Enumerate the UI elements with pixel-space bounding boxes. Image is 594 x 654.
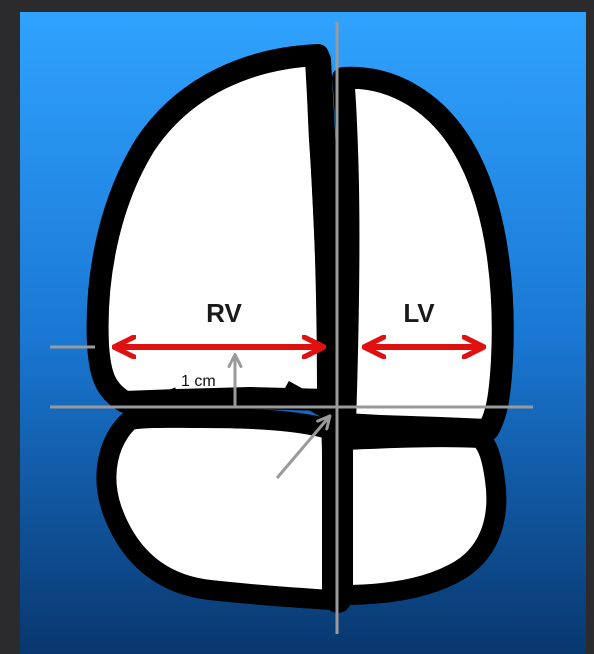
heart-diagram: RV LV 1 cm (20, 12, 586, 654)
diagram-panel: RV LV 1 cm (20, 12, 586, 654)
left-atrium-wall (343, 437, 496, 595)
lv-label: LV (403, 298, 435, 328)
scale-label: 1 cm (181, 373, 216, 390)
rv-label: RV (206, 298, 242, 328)
